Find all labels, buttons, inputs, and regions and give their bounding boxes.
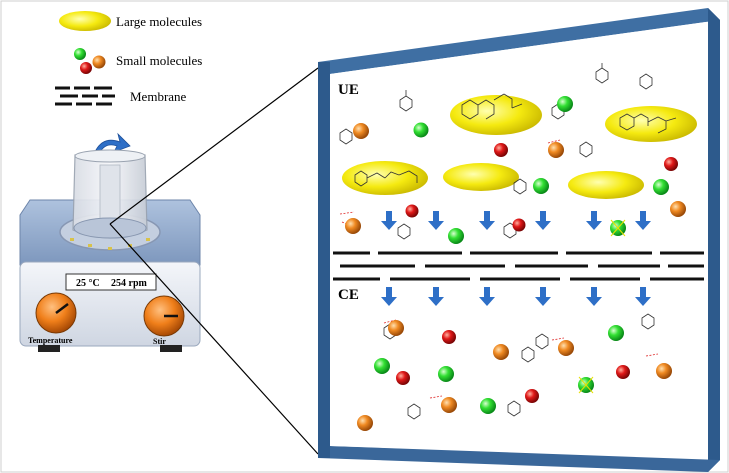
small-molecule-red bbox=[396, 371, 410, 385]
down-arrow-icon bbox=[428, 211, 444, 230]
small-molecule-orange bbox=[388, 320, 404, 336]
panel-interior bbox=[330, 22, 706, 458]
small-molecule-orange bbox=[441, 397, 457, 413]
beaker-rim bbox=[74, 149, 146, 163]
small-molecule-orange bbox=[670, 201, 686, 217]
small-molecule-orange bbox=[357, 415, 373, 431]
down-arrow-icon bbox=[479, 287, 495, 306]
large-molecule bbox=[605, 106, 697, 142]
large-molecule bbox=[443, 163, 519, 191]
small-molecule-red bbox=[664, 157, 678, 171]
zoom-lines bbox=[109, 67, 319, 455]
speed-readout: 254 rpm bbox=[111, 278, 148, 289]
small-molecule-orange bbox=[493, 344, 509, 360]
small-molecule-green bbox=[653, 179, 669, 195]
small-molecule-red bbox=[616, 365, 630, 379]
small-molecule-red bbox=[442, 330, 456, 344]
small-molecule-orange bbox=[345, 218, 361, 234]
panel-frame-bottom bbox=[318, 446, 720, 472]
down-arrow-icon bbox=[381, 287, 397, 306]
stirrer-display bbox=[65, 273, 157, 291]
down-arrow-icon bbox=[479, 211, 495, 230]
legend-small-orange-icon bbox=[92, 55, 106, 69]
small-molecule-green bbox=[448, 228, 464, 244]
legend: Large molecules Small molecules Membrane bbox=[55, 11, 202, 106]
stirrer-foot-left bbox=[38, 345, 60, 352]
down-arrow-icon bbox=[586, 211, 602, 230]
legend-membrane-icon bbox=[55, 86, 115, 106]
stirrer-foot-right bbox=[160, 345, 182, 352]
small-molecule-orange bbox=[558, 340, 574, 356]
stir-knob-label: Stir bbox=[153, 337, 166, 346]
small-molecule-orange bbox=[656, 363, 672, 379]
small-molecule-red bbox=[405, 204, 419, 218]
small-molecule-red bbox=[525, 389, 539, 403]
temperature-readout: 25 °C bbox=[76, 278, 100, 289]
small-molecule-green bbox=[438, 366, 454, 382]
small-molecule-green bbox=[374, 358, 390, 374]
rotation-arrow-icon bbox=[95, 132, 131, 153]
panel-frame-top bbox=[318, 8, 720, 74]
small-molecules-upper bbox=[345, 96, 686, 244]
small-molecule-green bbox=[413, 122, 429, 138]
zoom-panel: UE CE bbox=[318, 8, 720, 472]
highlight-sparkles bbox=[578, 219, 626, 394]
down-arrow-icon bbox=[535, 287, 551, 306]
upper-compartment-label: UE bbox=[338, 82, 359, 98]
temperature-knob-indicator bbox=[55, 303, 69, 314]
legend-small-label: Small molecules bbox=[116, 53, 202, 68]
beaker-base bbox=[73, 217, 147, 239]
legend-membrane-label: Membrane bbox=[130, 89, 187, 104]
beaker-liquid-tube bbox=[99, 164, 121, 221]
legend-large-molecule-icon bbox=[59, 11, 111, 31]
down-arrow-icon bbox=[635, 287, 651, 306]
diffusion-arrows-lower bbox=[381, 287, 651, 306]
small-molecule-orange bbox=[548, 142, 564, 158]
magnetic-stirrer: 25 °C 254 rpm Temperature Stir bbox=[19, 132, 201, 352]
small-molecule-green bbox=[608, 325, 624, 341]
large-molecule bbox=[568, 171, 644, 199]
small-molecule-orange bbox=[353, 123, 369, 139]
lower-compartment-label: CE bbox=[338, 287, 359, 303]
panel-frame-left bbox=[318, 62, 330, 458]
small-molecule-green bbox=[557, 96, 573, 112]
down-arrow-icon bbox=[535, 211, 551, 230]
small-molecule-green bbox=[533, 178, 549, 194]
small-molecule-green bbox=[480, 398, 496, 414]
membrane bbox=[333, 251, 704, 281]
temperature-knob-label: Temperature bbox=[28, 336, 73, 345]
legend-small-green-icon bbox=[74, 48, 86, 60]
down-arrow-icon bbox=[586, 287, 602, 306]
small-molecule-red bbox=[494, 143, 508, 157]
legend-small-red-icon bbox=[80, 62, 92, 74]
down-arrow-icon bbox=[635, 211, 651, 230]
down-arrow-icon bbox=[428, 287, 444, 306]
panel-frame-right bbox=[708, 8, 720, 472]
legend-large-label: Large molecules bbox=[116, 14, 202, 29]
diffusion-arrows-upper bbox=[381, 211, 651, 230]
small-molecule-red bbox=[512, 218, 526, 232]
down-arrow-icon bbox=[381, 211, 397, 230]
